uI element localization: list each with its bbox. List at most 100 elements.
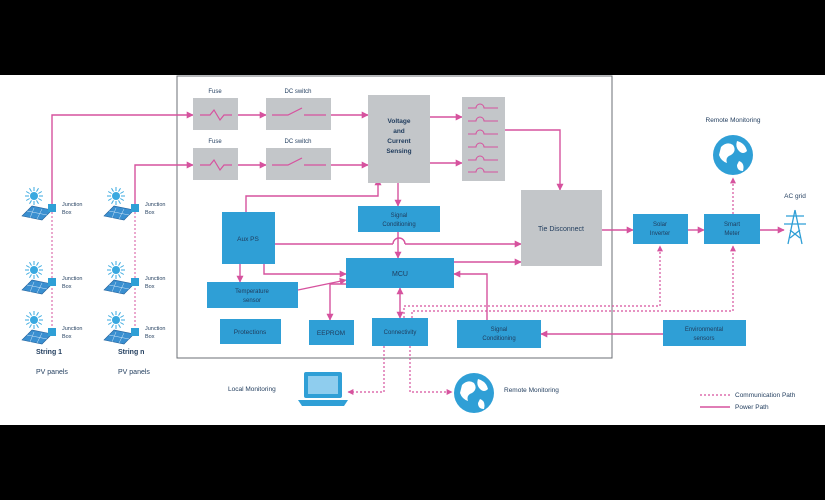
vcs-label-3: Current [387, 138, 411, 145]
eeprom-block: EEPROM [309, 320, 354, 345]
sun-icon [25, 311, 43, 329]
power-line-dcbus-tie [505, 129, 564, 191]
fuse-label-top: Fuse [208, 89, 222, 95]
sun-icon [25, 261, 43, 279]
tie-disconnect-label: Tie Disconnect [538, 226, 584, 233]
junction-box-label-2: Box [145, 284, 155, 290]
signal-conditioning-top-label-2: Conditioning [382, 222, 415, 228]
ac-grid-pylon-icon [784, 209, 806, 245]
globe-icon [713, 135, 753, 175]
switching-bank-block [462, 97, 505, 181]
signal-conditioning-top-label-1: Signal [391, 213, 408, 219]
junction-box-icon [48, 204, 56, 212]
environmental-sensors-block: Environmental sensors [663, 320, 746, 346]
smart-meter-label-1: Smart [724, 222, 740, 228]
pv-panel-grid [26, 281, 48, 294]
dc-switch-block-bottom: DC switch [266, 139, 331, 180]
temperature-sensor-label-1: Temperature [235, 289, 269, 295]
protections-block: Protections [220, 319, 281, 344]
smart-meter-block: Smart Meter [704, 214, 760, 244]
power-line-signalbottom-mcu [453, 270, 488, 320]
power-line-auxps-mcu [263, 264, 347, 278]
vcs-label-2: and [393, 128, 405, 135]
string-n-label: String n [118, 349, 144, 356]
legend-communication-label: Communication Path [735, 392, 796, 399]
comm-line-connectivity-local [347, 346, 385, 395]
dc-switch-label-bottom: DC switch [284, 139, 311, 145]
pv-panel-grid [108, 331, 130, 344]
comm-line-connectivity-inverter [403, 245, 663, 318]
pv-panels-area: JunctionBoxJunctionBoxJunctionBoxJunctio… [21, 187, 166, 345]
temperature-sensor-block: Temperature sensor [207, 282, 298, 308]
aux-ps-label: Aux PS [237, 236, 259, 243]
vcs-label-4: Sensing [386, 148, 411, 155]
tie-disconnect-block: Tie Disconnect [521, 190, 602, 266]
solar-inverter-block: Solar Inverter [633, 214, 688, 244]
power-line-temp-mcu [297, 277, 347, 291]
dc-switch-label-top: DC switch [284, 89, 311, 95]
fuse-label-bottom: Fuse [208, 139, 222, 145]
signal-conditioning-block-top: Signal Conditioning [358, 206, 440, 232]
junction-box-label-1: Junction [62, 276, 83, 282]
sun-icon [107, 311, 125, 329]
junction-box-label-1: Junction [62, 202, 83, 208]
aux-ps-block: Aux PS [222, 212, 275, 264]
eeprom-label: EEPROM [317, 330, 345, 337]
junction-box-label-2: Box [62, 284, 72, 290]
smart-meter-label-2: Meter [724, 231, 739, 237]
junction-box-label-1: Junction [145, 202, 166, 208]
sun-icon [107, 261, 125, 279]
string-1-label: String 1 [36, 349, 62, 356]
pv-panel-grid [108, 207, 130, 220]
comm-line-connectivity-remote [409, 346, 453, 395]
pv-panel-grid [26, 207, 48, 220]
junction-box-icon [131, 328, 139, 336]
signal-conditioning-block-bottom: Signal Conditioning [457, 320, 541, 348]
pv-panels-1-label: PV panels [36, 369, 68, 376]
local-monitoring-label: Local Monitoring [228, 386, 276, 393]
solar-inverter-label-2: Inverter [650, 231, 670, 237]
connectivity-label: Connectivity [384, 330, 417, 336]
fuse-block-bottom: Fuse [193, 139, 238, 180]
power-line-auxps-vcs [245, 178, 382, 212]
junction-box-label-2: Box [145, 334, 155, 340]
junction-box-label-2: Box [145, 210, 155, 216]
mcu-label: MCU [392, 271, 408, 278]
environmental-sensors-label-2: sensors [693, 336, 714, 342]
junction-box-label-2: Box [62, 334, 72, 340]
laptop-icon [298, 372, 348, 406]
ac-grid-label: AC grid [784, 193, 806, 200]
signal-conditioning-bottom-label-2: Conditioning [482, 336, 515, 342]
pv-panel-grid [108, 281, 130, 294]
pv-panels-n-label: PV panels [118, 369, 150, 376]
junction-box-icon [131, 278, 139, 286]
globe-icon-bottom [454, 373, 494, 413]
fuse-block-top: Fuse [193, 89, 238, 130]
inverter-enclosure [176, 75, 613, 359]
legend-power-label: Power Path [735, 404, 769, 411]
pv-panel-grid [26, 331, 48, 344]
remote-monitoring-top-label: Remote Monitoring [706, 117, 761, 124]
junction-box-icon [131, 204, 139, 212]
junction-box-label-1: Junction [145, 326, 166, 332]
power-line-stringn-bottom [134, 161, 194, 207]
junction-box-label-1: Junction [62, 326, 83, 332]
power-line-auxps-tie-hop [392, 237, 406, 245]
dc-switch-block-top: DC switch [266, 89, 331, 130]
communication-paths [347, 177, 736, 396]
connectivity-block: Connectivity [372, 318, 428, 346]
power-line-string1-top [51, 111, 194, 207]
protections-label: Protections [234, 329, 267, 336]
signal-conditioning-bottom-label-1: Signal [491, 327, 508, 333]
power-paths [51, 111, 785, 408]
solar-inverter-label-1: Solar [653, 222, 667, 228]
remote-monitoring-bottom-label: Remote Monitoring [504, 387, 559, 394]
environmental-sensors-label-1: Environmental [685, 327, 723, 333]
voltage-current-sensing-block: Voltage and Current Sensing [368, 95, 430, 183]
comm-line-connectivity-meter [411, 245, 736, 318]
sun-icon [25, 187, 43, 205]
junction-box-icon [48, 328, 56, 336]
mcu-block: MCU [346, 258, 454, 288]
temperature-sensor-label-2: sensor [243, 298, 261, 304]
